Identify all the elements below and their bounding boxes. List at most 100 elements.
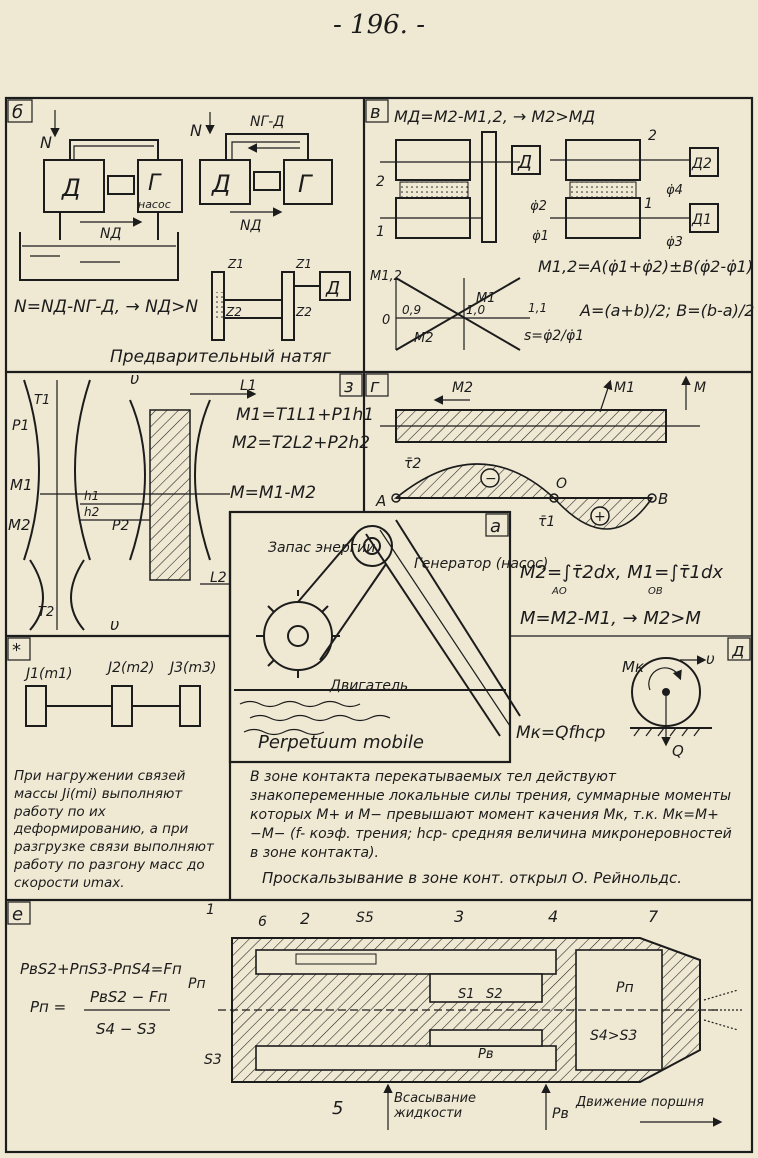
svg-text:M2: M2 [414, 331, 434, 346]
motor-2-label: Д [211, 170, 231, 198]
motor-box-3 [319, 271, 351, 301]
panel-z-eq3: M=M1-M2 [230, 483, 316, 503]
svg-text:L2: L2 [210, 570, 227, 586]
coupling-1 [107, 175, 135, 195]
svg-text:O: O [556, 476, 567, 492]
svg-text:J2(m2): J2(m2) [105, 660, 155, 676]
svg-text:φ̇4: φ̇4 [666, 183, 683, 198]
panel-v-tag: в [370, 102, 381, 123]
panel-v-eq-m: M1,2=A(φ̇1+φ̇2)±B(φ̇2-φ̇1) [538, 257, 753, 276]
svg-text:3: 3 [454, 907, 464, 926]
panel-g: г M2 M1 M A O B τ̄2 τ̄1 − + [365, 373, 706, 530]
panel-b-equation: N=NД-NГ-Д, → NД>N [14, 297, 198, 317]
panel-a: а Запас энергии Генератор (насос) Двигат… [234, 513, 548, 753]
svg-text:Mк: Mк [622, 658, 644, 676]
svg-text:Д: Д [517, 152, 532, 173]
svg-text:M: M [694, 380, 706, 396]
panel-e-tag: е [12, 904, 23, 925]
svg-text:φ̇1: φ̇1 [532, 229, 549, 244]
contact-text: В зоне контакта перекатываемых тел дейст… [250, 769, 732, 862]
panel-star: * J1(m1) J2(m2) J3(m3) [7, 637, 217, 727]
svg-text:M2: M2 [452, 380, 473, 396]
ngd-label: NГ-Д [250, 114, 284, 130]
svg-text:S4>S3: S4>S3 [590, 1028, 637, 1044]
panel-v-eq-top: MД=M2-M1,2, → M2>MД [394, 107, 595, 126]
tank [19, 232, 179, 281]
motor-1-label: Д [61, 174, 81, 202]
svg-text:T2: T2 [38, 605, 54, 620]
svg-text:Z2: Z2 [295, 305, 312, 319]
svg-text:Pп: Pп [188, 976, 206, 992]
svg-text:M1: M1 [476, 291, 496, 306]
panel-b: б Д Г насос N NД Д Г N NГ-Д NД [7, 99, 351, 367]
svg-text:S5: S5 [356, 910, 374, 926]
svg-text:B: B [658, 490, 668, 508]
mass-3 [179, 685, 201, 727]
svg-text:υ: υ [110, 615, 119, 634]
curve-m1 [395, 277, 521, 351]
svg-text:Z1: Z1 [227, 257, 244, 271]
panel-g-tag: г [370, 376, 380, 397]
top-wheel [351, 525, 393, 567]
integral-eq2: M=M2-M1, → M2>M [520, 608, 701, 629]
svg-text:P2: P2 [112, 518, 129, 534]
svg-text:S4 − S3: S4 − S3 [96, 1020, 156, 1038]
gen-1-sub: насос [138, 198, 171, 211]
svg-text:Pв: Pв [552, 1106, 569, 1122]
gear-z1b [281, 271, 295, 341]
motor-label: Двигатель [329, 678, 408, 694]
svg-text:4: 4 [548, 907, 558, 926]
slip-text: Проскальзывание в зоне конт. открыл О. Р… [262, 869, 683, 887]
svg-text:7: 7 [648, 907, 659, 926]
svg-text:M2: M2 [8, 516, 31, 534]
nd-right: NД [240, 218, 261, 234]
svg-text:J3(m3): J3(m3) [167, 660, 217, 676]
motor-wheel [263, 601, 333, 671]
panel-z-tag: з [344, 376, 354, 397]
svg-text:0,9: 0,9 [402, 303, 421, 317]
svg-text:AO: AO [551, 586, 567, 597]
svg-text:h1: h1 [84, 489, 99, 503]
gen-1-label: Г [148, 171, 162, 196]
panel-e: е PвS2+PпS3-PпS4=Fп Pп = PвS2 − Fп S4 − … [7, 901, 744, 1130]
coupling-2 [253, 171, 281, 191]
svg-text:L1: L1 [240, 378, 257, 394]
mass-2 [111, 685, 133, 727]
panel-b-caption: Предварительный натяг [110, 347, 331, 367]
integral-eq1: M2=∫τ̄2dx, M1=∫τ̄1dx [520, 562, 723, 583]
energy-label: Запас энергии [268, 540, 375, 556]
svg-text:0: 0 [382, 313, 390, 328]
svg-text:J1(m1): J1(m1) [23, 666, 73, 682]
svg-text:h2: h2 [84, 505, 99, 519]
panel-d: д Mк υ Q Mк=Qfhср [516, 637, 751, 760]
svg-text:φ̇2: φ̇2 [530, 199, 547, 214]
tau2-area [393, 463, 557, 499]
svg-text:1: 1 [644, 196, 653, 212]
svg-text:S1: S1 [458, 987, 475, 1002]
svg-text:M1: M1 [614, 380, 635, 396]
svg-text:1,0: 1,0 [466, 303, 485, 317]
svg-text:Д1: Д1 [691, 212, 712, 228]
panel-z: з L1 L2 υ υ T1 P1 h1 h2 P2 T2 M1 M2 M1=T… [8, 369, 374, 634]
svg-text:1,1: 1,1 [528, 301, 547, 315]
panel-star-tag: * [12, 640, 21, 661]
svg-text:5: 5 [332, 1098, 343, 1119]
svg-text:A: A [375, 492, 386, 510]
svg-text:Pп: Pп [616, 980, 634, 996]
svg-text:1: 1 [206, 902, 215, 918]
svg-text:υ: υ [130, 369, 139, 388]
panel-a-frame [228, 510, 512, 764]
mass-work-text: При нагружении связей массы Ji(mi) выпол… [14, 768, 214, 891]
panel-d-eq: Mк=Qfhср [516, 723, 606, 743]
svg-text:+: + [594, 509, 606, 525]
svg-text:P1: P1 [12, 418, 29, 434]
mass-1 [25, 685, 47, 727]
panel-v-eq-ab: A=(a+b)/2; B=(b-a)/2 [579, 301, 754, 320]
nd-left: NД [100, 226, 121, 242]
svg-text:6: 6 [258, 914, 267, 930]
svg-text:T1: T1 [34, 393, 50, 408]
suction-label: Всасывание жидкости [394, 1091, 477, 1121]
svg-text:1: 1 [376, 224, 385, 240]
svg-text:S3: S3 [204, 1052, 222, 1068]
svg-text:Д2: Д2 [691, 156, 712, 172]
